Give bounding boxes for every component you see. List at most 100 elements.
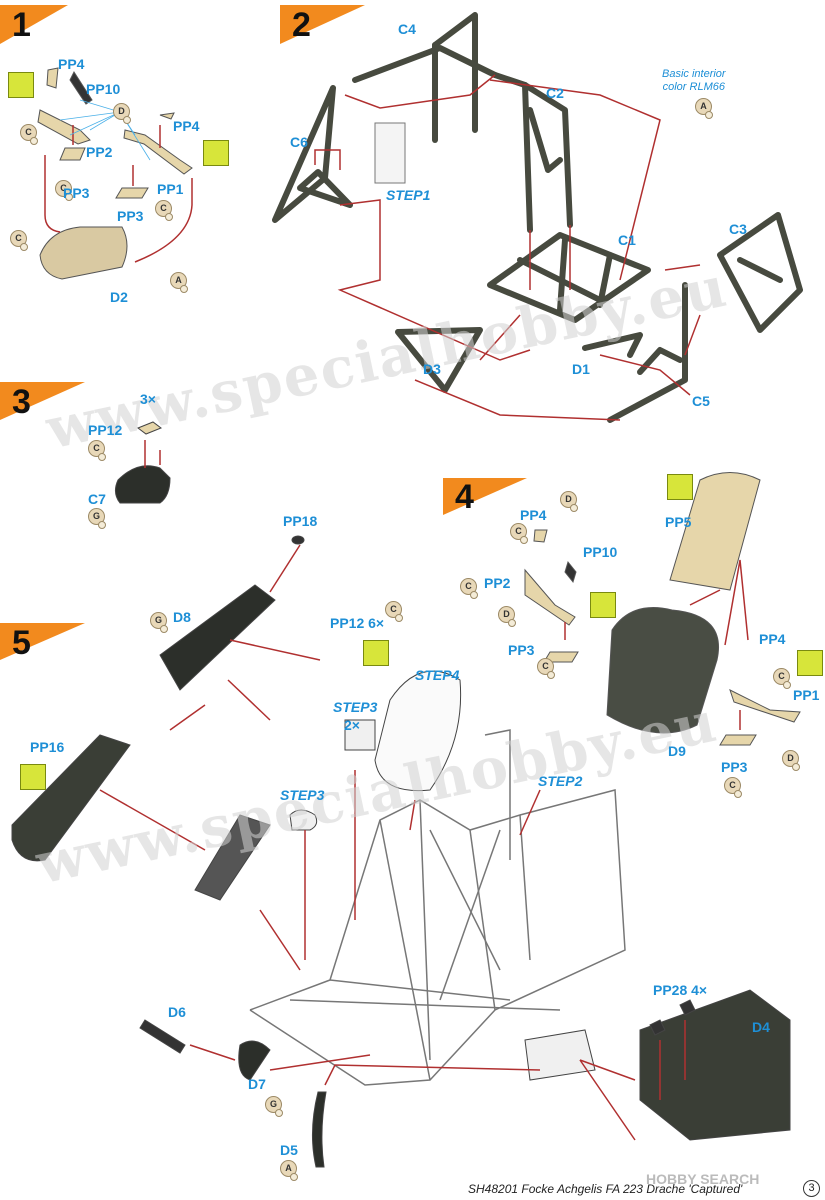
footer-caption: SH48201 Focke Achgelis FA 223 Drache 'Ca… <box>468 1182 743 1196</box>
photo-etch-icon <box>667 474 693 500</box>
step-3-tab <box>0 382 85 420</box>
step-4-arrows <box>564 559 749 730</box>
label-pp16: PP16 <box>30 739 65 755</box>
label-c4: C4 <box>398 21 416 37</box>
step-5-parts <box>11 535 791 1168</box>
step-1-parts <box>37 67 193 280</box>
paint-badge: C <box>155 200 173 221</box>
paint-badge: C <box>88 440 106 461</box>
paint-badge: C <box>385 601 403 622</box>
paint-badge: D <box>113 103 131 124</box>
label-pp12-6x: PP12 6× <box>330 615 385 631</box>
label-pp2: PP2 <box>86 144 113 160</box>
label-c2: C2 <box>546 85 564 101</box>
page-number: 3 <box>803 1180 820 1197</box>
photo-etch-icon <box>797 650 823 676</box>
paint-badge: G <box>150 612 168 633</box>
step1-insert <box>374 122 406 184</box>
paint-badge: A <box>280 1160 298 1181</box>
step-5-number: 5 <box>12 624 31 662</box>
paint-badge: C <box>10 230 28 251</box>
label-d7: D7 <box>248 1076 266 1092</box>
paint-badge: A <box>695 98 713 119</box>
paint-badge: C <box>55 180 73 201</box>
step-4-number: 4 <box>455 478 474 516</box>
label-pp3: PP3 <box>508 642 535 658</box>
paint-badge: G <box>88 508 106 529</box>
paint-badge: G <box>265 1096 283 1117</box>
label-step3: STEP3 <box>333 699 378 715</box>
label-pp1: PP1 <box>157 181 184 197</box>
step-2-number: 2 <box>292 6 311 44</box>
paint-badge: D <box>498 606 516 627</box>
label-d3: D3 <box>423 361 441 377</box>
paint-note-line-2: color RLM66 <box>662 80 725 93</box>
label-step4: STEP4 <box>415 667 460 683</box>
label-step3: STEP3 <box>280 787 325 803</box>
label-pp10: PP10 <box>583 544 618 560</box>
label-pp4: PP4 <box>520 507 547 523</box>
paint-note-line-1: Basic interior <box>662 68 726 80</box>
step-5-arrows <box>99 544 686 1141</box>
label-d1: D1 <box>572 361 590 377</box>
label-d4: D4 <box>752 1019 770 1035</box>
step-3-number: 3 <box>12 383 31 421</box>
label-step2: STEP2 <box>538 773 583 789</box>
label-c7: C7 <box>88 491 106 507</box>
label-d9: D9 <box>668 743 686 759</box>
label-pp12: PP12 <box>88 422 123 438</box>
paint-badge: C <box>773 668 791 689</box>
step-3-arrows <box>144 440 161 468</box>
label-d6: D6 <box>168 1004 186 1020</box>
label-d8: D8 <box>173 609 191 625</box>
label-pp4: PP4 <box>759 631 786 647</box>
step-1-tab <box>0 5 68 44</box>
photo-etch-icon <box>363 640 389 666</box>
label-pp3: PP3 <box>721 759 748 775</box>
label-d2: D2 <box>110 289 128 305</box>
label-pp1: PP1 <box>793 687 820 703</box>
paint-badge: C <box>537 658 555 679</box>
label-3x: 3× <box>140 391 156 407</box>
label-c1: C1 <box>618 232 636 248</box>
paint-badge: A <box>170 272 188 293</box>
photo-etch-icon <box>20 764 46 790</box>
step-2-arrows <box>314 74 701 421</box>
label-d5: D5 <box>280 1142 298 1158</box>
paint-badge: D <box>560 491 578 512</box>
corner-watermark: HOBBY SEARCH <box>646 1171 760 1187</box>
step-2-tab <box>280 5 365 44</box>
paint-badge: C <box>20 124 38 145</box>
step-1-arrows <box>44 125 193 263</box>
photo-etch-icon <box>8 72 34 98</box>
label-pp10: PP10 <box>86 81 121 97</box>
photo-etch-icon <box>203 140 229 166</box>
label-pp18: PP18 <box>283 513 318 529</box>
label-c3: C3 <box>729 221 747 237</box>
photo-etch-icon <box>590 592 616 618</box>
step-5-frame <box>249 729 626 1086</box>
step-3-parts <box>114 421 171 504</box>
label-pp2: PP2 <box>484 575 511 591</box>
step-5-tab <box>0 623 85 660</box>
label-pp3: PP3 <box>117 208 144 224</box>
label-c6: C6 <box>290 134 308 150</box>
label-c5: C5 <box>692 393 710 409</box>
label-pp28-4x: PP28 4× <box>653 982 708 998</box>
label-pp4: PP4 <box>58 56 85 72</box>
paint-badge: D <box>782 750 800 771</box>
paint-badge: C <box>460 578 478 599</box>
step-4-tab <box>443 478 527 515</box>
label-2x: 2× <box>344 717 360 733</box>
step-4-parts <box>524 472 801 746</box>
paint-badge: C <box>724 777 742 798</box>
label-pp4: PP4 <box>173 118 200 134</box>
paint-badge: C <box>510 523 528 544</box>
label-pp3: PP3 <box>63 185 90 201</box>
label-pp5: PP5 <box>665 514 692 530</box>
label-step1: STEP1 <box>386 187 431 203</box>
step-1-number: 1 <box>12 6 31 44</box>
paint-note: Basic interior color RLM66 <box>662 68 726 93</box>
